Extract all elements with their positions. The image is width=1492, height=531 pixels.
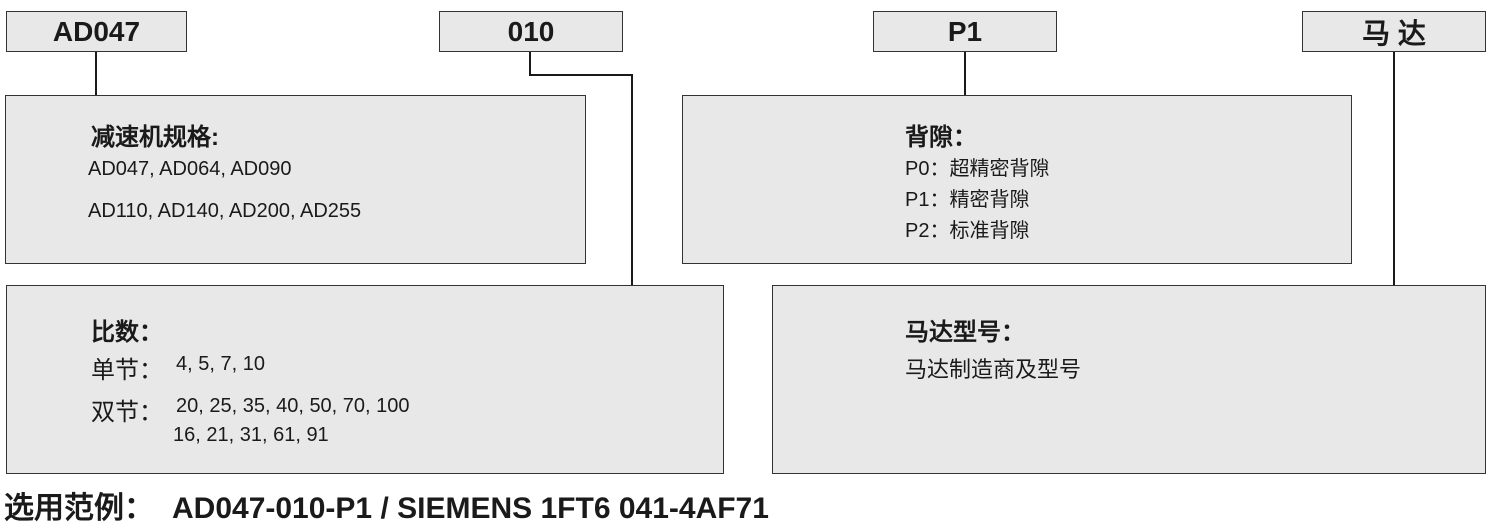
example-value: AD047-010-P1 / SIEMENS 1FT6 041-4AF71 <box>172 492 769 525</box>
ratio-double-label: 双节： <box>91 399 163 426</box>
backlash-box <box>682 95 1352 264</box>
code-model-text: AD047 <box>52 15 141 47</box>
backlash-title: 背隙： <box>905 124 977 151</box>
code-backlash-text: P1 <box>947 15 983 47</box>
code-ratio-text: 010 <box>507 15 555 47</box>
spec-line-1: AD047, AD064, AD090 <box>88 158 292 180</box>
connector-motor <box>1393 52 1395 285</box>
ratio-double-values: 20, 25, 35, 40, 50, 70, 100 <box>176 395 410 417</box>
connector-ratio-vertical-2 <box>631 74 633 285</box>
code-box-model: AD047 <box>6 11 187 52</box>
motor-box <box>772 285 1486 474</box>
ratio-double-values-2: 16, 21, 31, 61, 91 <box>173 424 329 446</box>
spec-box <box>5 95 586 264</box>
ratio-single-label: 单节： <box>91 357 163 384</box>
example-label: 选用范例： <box>4 492 154 525</box>
code-box-backlash: P1 <box>873 11 1057 52</box>
backlash-line-p1: P1：精密背隙 <box>905 189 1030 211</box>
connector-model <box>95 52 97 95</box>
connector-ratio-horizontal <box>529 74 633 76</box>
connector-ratio-vertical-1 <box>529 52 531 76</box>
motor-desc: 马达制造商及型号 <box>905 357 1082 382</box>
backlash-line-p2: P2：标准背隙 <box>905 220 1030 242</box>
motor-title: 马达型号： <box>905 319 1025 346</box>
example-line: 选用范例： AD047-010-P1 / SIEMENS 1FT6 041-4AF… <box>4 483 769 527</box>
ratio-box <box>6 285 724 474</box>
spec-line-2: AD110, AD140, AD200, AD255 <box>88 200 362 222</box>
connector-backlash <box>964 52 966 95</box>
spec-title: 减速机规格: <box>91 124 219 151</box>
backlash-line-p0: P0：超精密背隙 <box>905 158 1050 180</box>
code-motor-text: 马 达 <box>1362 17 1426 49</box>
code-box-ratio: 010 <box>439 11 623 52</box>
code-box-motor: 马 达 <box>1302 11 1486 52</box>
ratio-single-values: 4, 5, 7, 10 <box>176 353 265 375</box>
ratio-title: 比数： <box>91 319 163 346</box>
